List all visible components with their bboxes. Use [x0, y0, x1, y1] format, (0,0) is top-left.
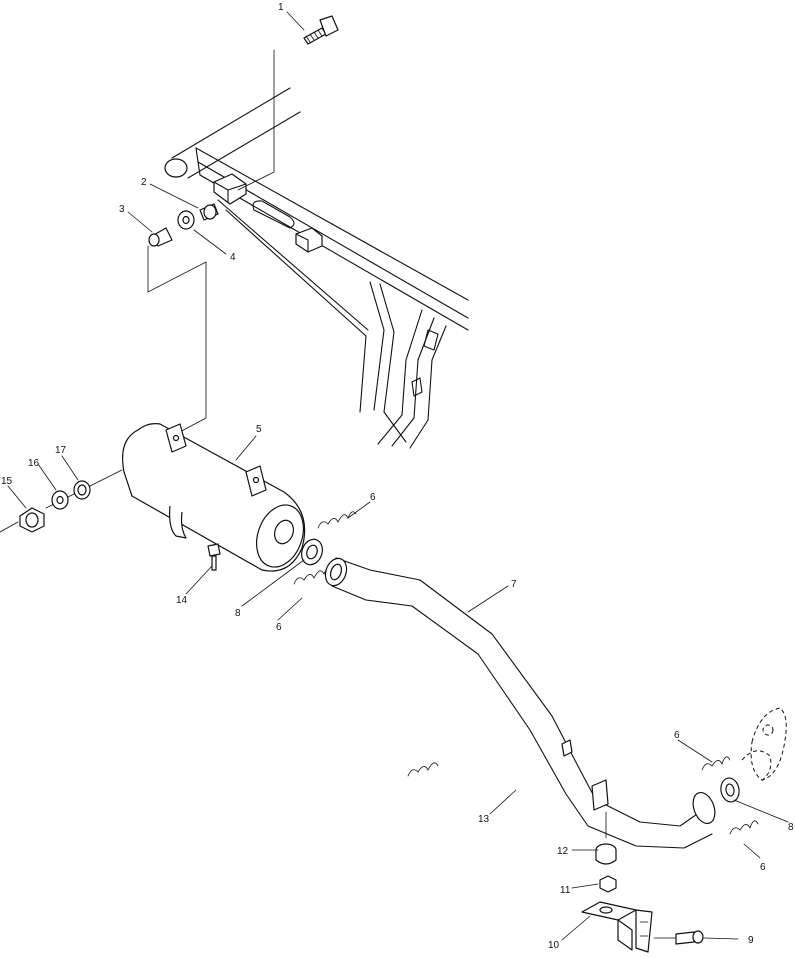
- callout-16: 16: [28, 458, 40, 469]
- callout-7: 7: [511, 579, 517, 590]
- callout-3: 3: [119, 204, 125, 215]
- springs-6: [293, 511, 759, 835]
- muffler-mount-hardware: [19, 480, 91, 533]
- callout-9: 9: [748, 935, 754, 946]
- head-pipe-7: [324, 557, 716, 849]
- callout-6-right-lower: 6: [760, 862, 766, 873]
- muffler-5: [122, 423, 306, 572]
- bolt-1-path: [237, 49, 275, 191]
- gasket-8: [301, 538, 323, 566]
- mount-path: [147, 245, 207, 435]
- gasket-8b: [720, 777, 740, 803]
- callout-6-upper: 6: [370, 492, 376, 503]
- callout-11: 11: [560, 885, 571, 896]
- callout-1: 1: [278, 2, 284, 13]
- callout-13: 13: [478, 814, 490, 825]
- callout-8-right: 8: [788, 822, 794, 833]
- callout-10: 10: [548, 940, 560, 951]
- callout-12: 12: [557, 846, 569, 857]
- bolt-14: [207, 543, 221, 571]
- callout-14: 14: [176, 595, 188, 606]
- callout-4: 4: [230, 252, 236, 263]
- rubber-bumper-12: [595, 811, 617, 893]
- frame: [164, 87, 469, 449]
- callout-15: 15: [1, 476, 13, 487]
- callout-2: 2: [141, 177, 147, 188]
- bolt-1: [303, 15, 339, 45]
- leader-lines: [7, 11, 789, 941]
- mount-hardware: [148, 203, 219, 247]
- callout-8-left: 8: [235, 608, 241, 619]
- callout-6-lower: 6: [276, 622, 282, 633]
- bracket-10: [581, 901, 653, 953]
- callout-6-right-upper: 6: [674, 730, 680, 741]
- callout-5-muffler: 5: [256, 424, 262, 435]
- engine-exhaust-port: [741, 707, 787, 783]
- bolt-9: [653, 930, 704, 945]
- callout-17: 17: [55, 445, 67, 456]
